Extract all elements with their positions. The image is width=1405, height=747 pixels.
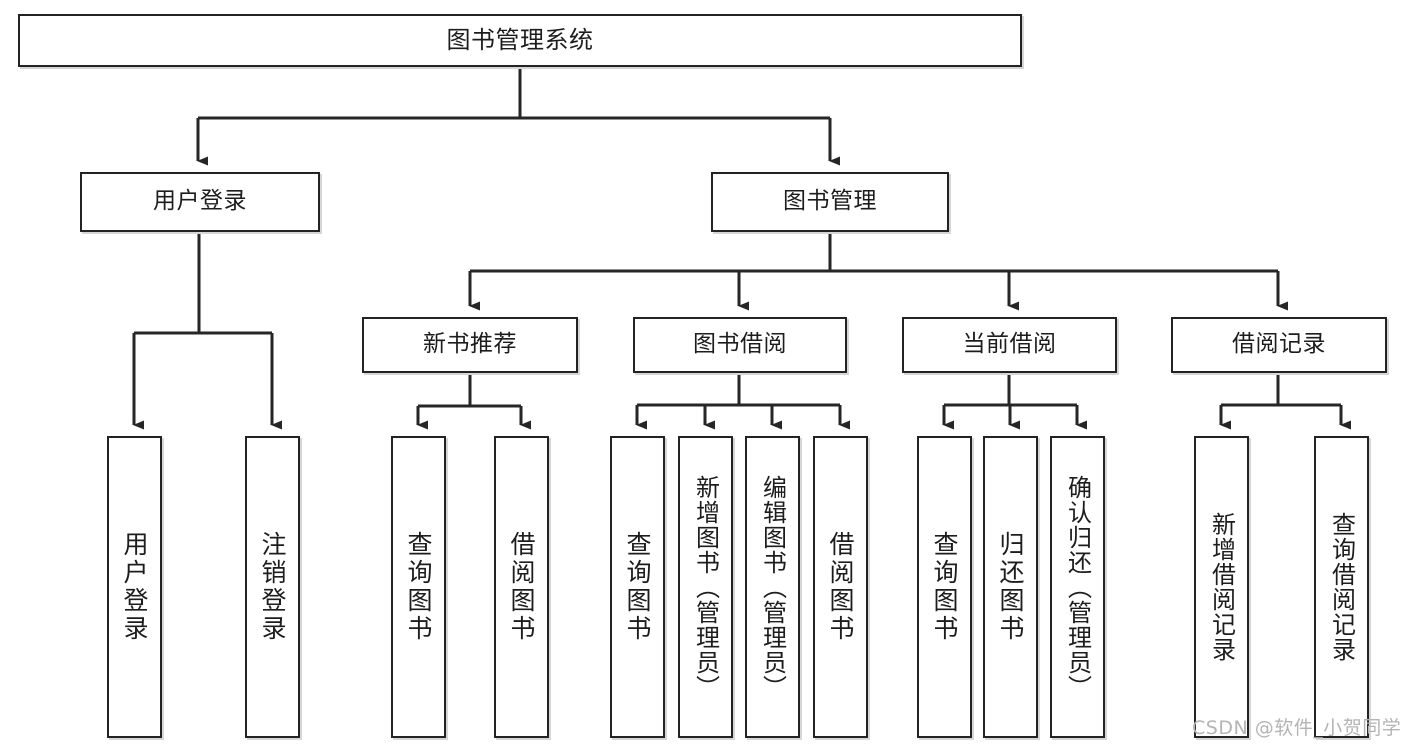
node-leaf-return-book[interactable]: 归还图书 [983,436,1038,738]
node-label: 借阅记录 [1232,331,1326,358]
node-label: 用户登录 [120,531,149,643]
node-leaf-user-login[interactable]: 用户登录 [107,436,162,738]
node-label: 归还图书 [996,531,1025,643]
node-leaf-query-borrow-record[interactable]: 查询借阅记录 [1314,436,1369,738]
node-leaf-logout-login[interactable]: 注销登录 [245,436,300,738]
node-book-management[interactable]: 图书管理 [711,172,949,232]
node-label: 图书管理 [783,188,877,215]
node-borrow-record[interactable]: 借阅记录 [1171,317,1387,373]
node-label: 借阅图书 [507,531,536,643]
node-leaf-add-book[interactable]: 新增图书（管理员） [678,436,733,738]
node-leaf-borrow-book-recommend[interactable]: 借阅图书 [494,436,549,738]
node-new-book-recommend[interactable]: 新书推荐 [362,317,578,373]
node-label: 新书推荐 [423,331,517,358]
node-book-borrow[interactable]: 图书借阅 [633,317,847,373]
node-label: 借阅图书 [826,531,855,643]
node-current-borrow[interactable]: 当前借阅 [902,317,1117,373]
node-label: 用户登录 [153,188,247,215]
node-leaf-confirm-return[interactable]: 确认归还（管理员） [1050,436,1105,738]
node-label: 新增借阅记录 [1207,512,1236,662]
node-user-login[interactable]: 用户登录 [80,172,320,232]
node-label: 图书管理系统 [446,26,594,55]
node-leaf-borrow-book[interactable]: 借阅图书 [813,436,868,738]
node-label: 查询图书 [930,531,959,643]
node-label: 确认归还（管理员） [1063,474,1092,700]
csdn-watermark: CSDN @软件_小贺同学 [1192,717,1402,739]
node-leaf-query-book-borrow[interactable]: 查询图书 [610,436,665,738]
node-leaf-query-book-recommend[interactable]: 查询图书 [391,436,446,738]
node-label: 新增图书（管理员） [691,474,720,700]
node-leaf-query-book-current[interactable]: 查询图书 [917,436,972,738]
node-leaf-add-borrow-record[interactable]: 新增借阅记录 [1194,436,1249,738]
node-label: 查询借阅记录 [1327,512,1356,662]
node-label: 当前借阅 [962,331,1057,358]
node-leaf-edit-book[interactable]: 编辑图书（管理员） [745,436,800,738]
node-book-management-system[interactable]: 图书管理系统 [18,14,1022,67]
node-label: 编辑图书（管理员） [758,474,787,700]
node-label: 注销登录 [258,531,287,643]
node-label: 查询图书 [623,531,652,643]
node-label: 图书借阅 [693,331,787,358]
node-label: 查询图书 [404,531,433,643]
